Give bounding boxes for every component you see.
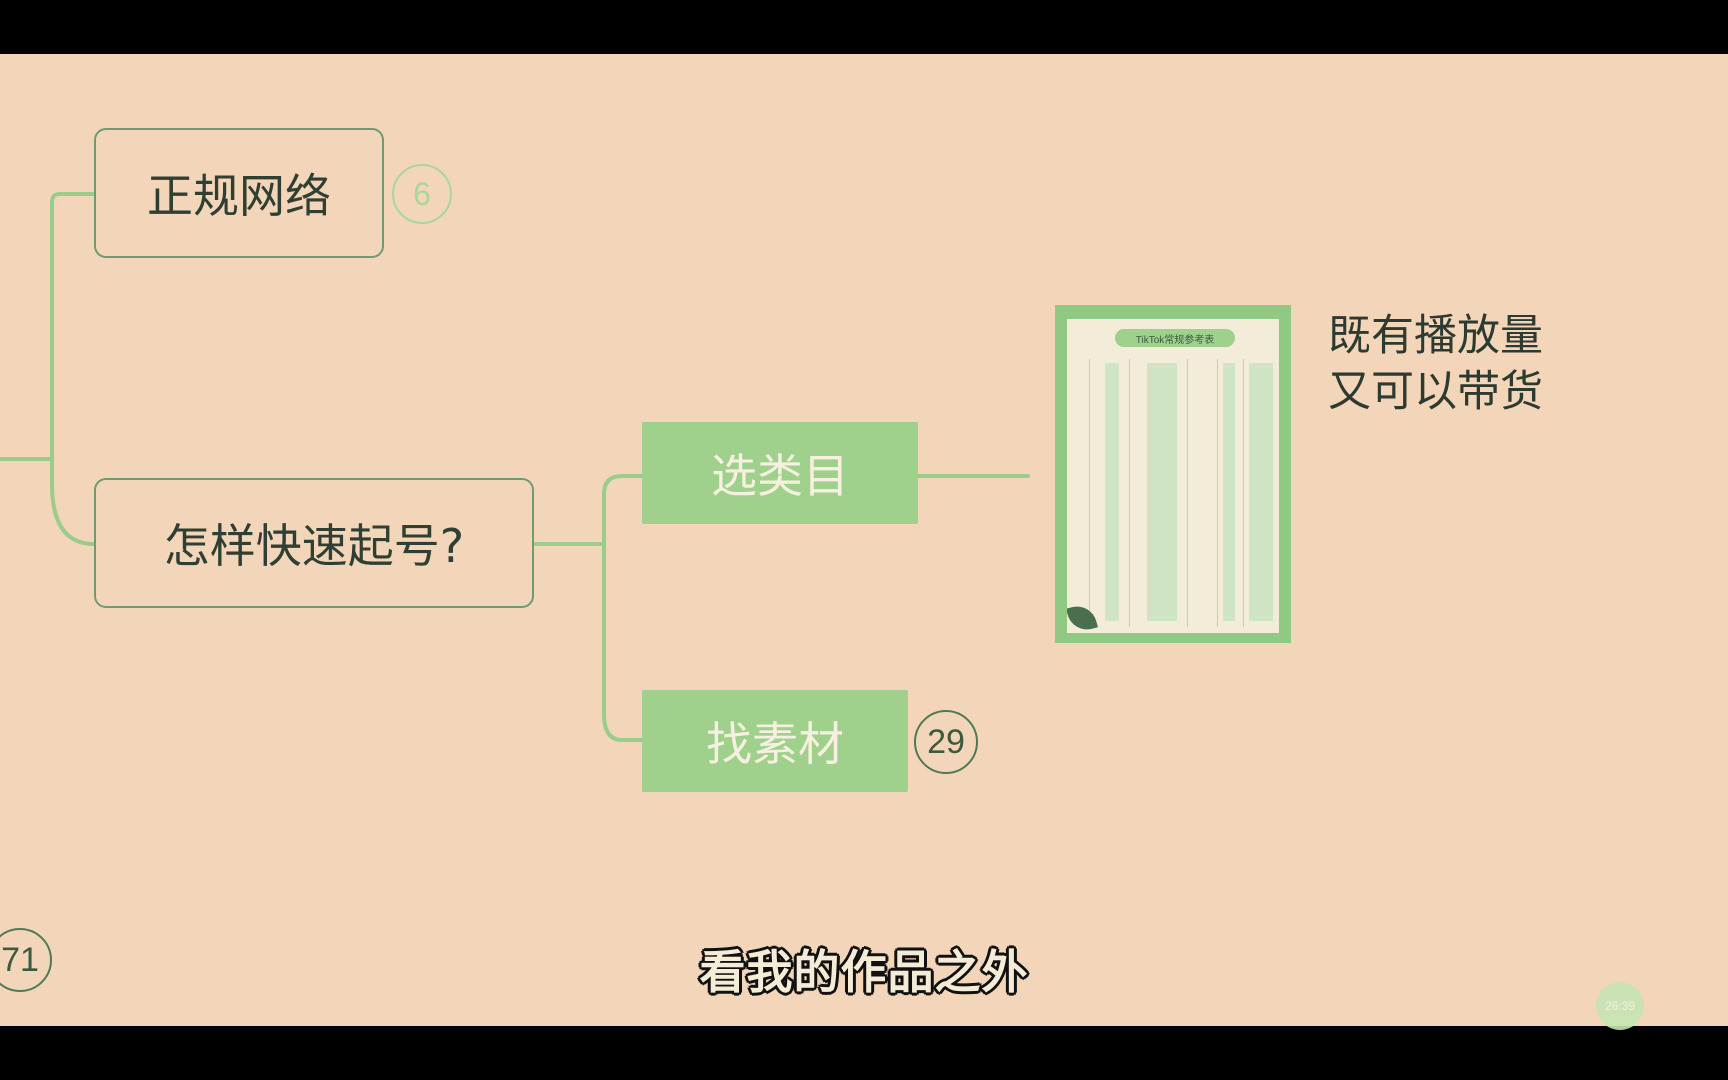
node-kuaisu-qihao[interactable]: 怎样快速起号? [94,478,534,608]
thumbnail-column-line [1089,359,1090,627]
note-line: 又可以带货 [1328,367,1543,417]
thumbnail-data-column [1147,363,1177,621]
thumbnail-column-line [1243,359,1244,627]
leaf-decoration-icon [1067,602,1098,633]
node-zhenggui-wangluo[interactable]: 正规网络 [94,128,384,258]
connector-trunk [50,192,96,546]
letterbox-top [0,0,1728,54]
thumbnail-title: TikTok常规参考表 [1115,329,1235,347]
video-subtitle: 看我的作品之外 [699,945,1029,999]
thumbnail-column-line [1217,359,1218,627]
letterbox-bottom [0,1026,1728,1080]
node-xuanleimu-label: 选类目 [711,449,849,503]
thumbnail-document: TikTok常规参考表 [1067,319,1279,633]
connector-branch [602,474,644,742]
node-xuanleimu[interactable]: 选类目 [642,422,918,524]
node-zhaosucai-label: 找素材 [706,717,844,771]
node-zhaosucai[interactable]: 找素材 [642,690,908,792]
node-zhenggui-wangluo-label: 正规网络 [147,169,331,223]
mindmap-canvas[interactable]: 正规网络 6 怎样快速起号? 选类目 找素材 29 71 TikTok常规参考表 [0,54,1728,1026]
attached-image-thumbnail[interactable]: TikTok常规参考表 [1055,305,1291,643]
mindmap-connectors [0,192,1030,742]
node-zhenggui-wangluo-count-badge[interactable]: 6 [392,164,452,224]
thumbnail-data-column [1223,363,1235,621]
root-node-count-badge[interactable]: 71 [0,928,52,992]
note-line: 既有播放量 [1328,311,1543,361]
thumbnail-column-line [1129,359,1130,627]
thumbnail-column-line [1187,359,1188,627]
thumbnail-data-column [1105,363,1119,621]
node-note-text[interactable]: 既有播放量 又可以带货 [1328,308,1543,420]
node-zhaosucai-count-badge[interactable]: 29 [914,710,978,774]
thumbnail-data-column [1249,363,1273,621]
node-kuaisu-qihao-label: 怎样快速起号? [163,519,465,573]
channel-watermark-icon: 26:39 [1596,982,1644,1030]
